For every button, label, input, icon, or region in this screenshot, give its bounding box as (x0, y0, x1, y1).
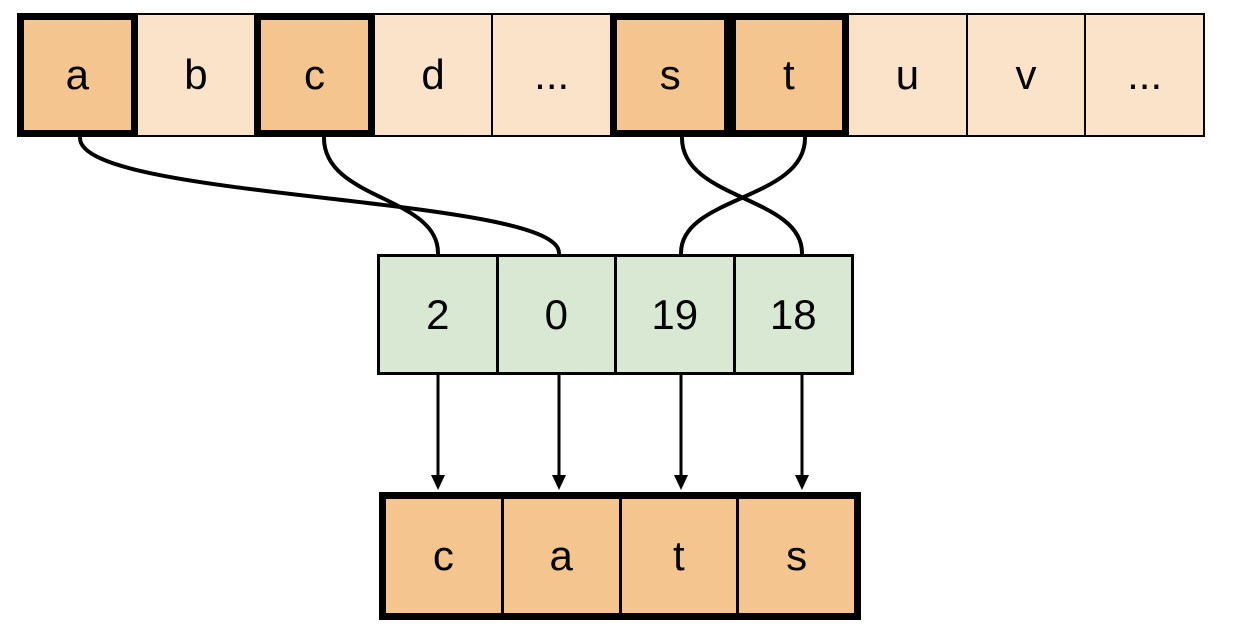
arrow-18-to-s (795, 375, 809, 490)
word-cell-s: s (736, 499, 854, 613)
alphabet-cell-t: t (728, 13, 850, 137)
edge-c-to-2 (322, 136, 440, 255)
index-cell-2: 2 (377, 254, 499, 375)
alphabet-cell-b: b (135, 13, 257, 137)
word-cell-a: a (500, 499, 619, 613)
word-cell-c: c (386, 499, 501, 613)
edge-a-to-0 (78, 136, 561, 255)
word-array: c a t s (379, 492, 861, 620)
edge-t-to-19 (679, 136, 807, 255)
index-cell-0: 0 (495, 254, 617, 375)
alphabet-cell-u: u (847, 13, 968, 137)
arrow-2-to-c (431, 375, 445, 490)
edge-s-to-18 (680, 136, 804, 255)
index-cell-18: 18 (732, 254, 854, 375)
alphabet-cell-s: s (609, 13, 731, 137)
index-array: 2 0 19 18 (377, 254, 854, 375)
alphabet-cell-v: v (965, 13, 1087, 137)
word-cell-t: t (618, 499, 737, 613)
arrow-0-to-a (552, 375, 566, 490)
alphabet-cell-c: c (254, 13, 375, 137)
index-cell-19: 19 (614, 254, 736, 375)
arrow-19-to-t (674, 375, 688, 490)
alphabet-cell-ellipsis-2: ... (1084, 13, 1205, 137)
alphabet-cell-d: d (372, 13, 494, 137)
alphabet-cell-ellipsis-1: ... (491, 13, 612, 137)
alphabet-cell-a: a (17, 13, 138, 137)
alphabet-array: a b c d ... s t u v ... (17, 13, 1205, 137)
